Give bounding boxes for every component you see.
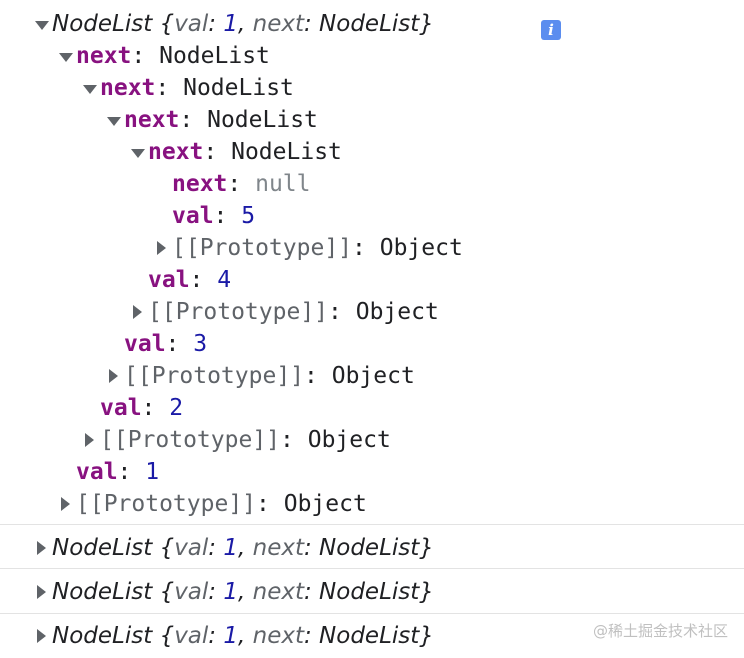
collapse-triangle-icon[interactable] bbox=[33, 620, 51, 652]
property-key: [[Prototype]] bbox=[124, 363, 305, 389]
property-value: Object bbox=[331, 363, 415, 389]
expand-triangle-icon[interactable] bbox=[33, 8, 51, 40]
tree-node-val-3: val: 3 bbox=[124, 331, 208, 357]
tree-node-val-2: val: 2 bbox=[100, 395, 184, 421]
property-value: NodeList bbox=[231, 139, 342, 165]
property-key: next bbox=[100, 75, 156, 101]
property-key: [[Prototype]] bbox=[172, 235, 353, 261]
property-value: Object bbox=[307, 427, 391, 453]
collapse-triangle-icon[interactable] bbox=[129, 296, 147, 328]
tree-node-prototype[interactable]: [[Prototype]]: Object bbox=[0, 296, 744, 328]
property-key: val bbox=[76, 459, 118, 485]
tree-node-val-4: val: 4 bbox=[148, 267, 232, 293]
property-value: NodeList bbox=[159, 43, 270, 69]
expand-triangle-icon[interactable] bbox=[105, 104, 123, 136]
tree-node-val-1: val: 1 bbox=[76, 459, 160, 485]
property-value: NodeList bbox=[207, 107, 318, 133]
collapse-triangle-icon[interactable] bbox=[105, 360, 123, 392]
object-summary[interactable]: NodeList {val: 1, next: NodeList} bbox=[52, 11, 434, 37]
object-summary[interactable]: NodeList {val: 1, next: NodeList} bbox=[52, 535, 434, 561]
property-key: [[Prototype]] bbox=[76, 491, 257, 517]
expand-triangle-icon[interactable] bbox=[57, 40, 75, 72]
property-key: val bbox=[124, 331, 166, 357]
collapse-triangle-icon[interactable] bbox=[81, 424, 99, 456]
property-value: 1 bbox=[145, 459, 160, 485]
tree-node-val-5: val: 5 bbox=[172, 203, 256, 229]
property-key: next bbox=[148, 139, 204, 165]
collapse-triangle-icon[interactable] bbox=[57, 488, 75, 520]
property-key: next bbox=[124, 107, 180, 133]
collapse-triangle-icon[interactable] bbox=[33, 532, 51, 564]
property-key: [[Prototype]] bbox=[148, 299, 329, 325]
console-divider bbox=[0, 613, 744, 614]
tree-node-prototype[interactable]: [[Prototype]]: Object bbox=[0, 488, 744, 520]
console-log-entry-expanded[interactable]: NodeList {val: 1, next: NodeList} i bbox=[0, 8, 744, 40]
property-value: 5 bbox=[241, 203, 256, 229]
property-key: val bbox=[172, 203, 214, 229]
property-key: [[Prototype]] bbox=[100, 427, 281, 453]
tree-node-next-3[interactable]: next: NodeList bbox=[0, 104, 744, 136]
object-summary[interactable]: NodeList {val: 1, next: NodeList} bbox=[52, 623, 434, 649]
property-key: next bbox=[172, 171, 228, 197]
property-value: Object bbox=[283, 491, 367, 517]
tree-node-prototype[interactable]: [[Prototype]]: Object bbox=[0, 424, 744, 456]
tree-node-prototype[interactable]: [[Prototype]]: Object bbox=[0, 360, 744, 392]
property-key: val bbox=[100, 395, 142, 421]
tree-node-prototype[interactable]: [[Prototype]]: Object bbox=[0, 232, 744, 264]
info-icon[interactable]: i bbox=[541, 20, 561, 40]
property-key: next bbox=[76, 43, 132, 69]
collapse-triangle-icon[interactable] bbox=[33, 576, 51, 608]
console-divider bbox=[0, 568, 744, 569]
console-divider bbox=[0, 524, 744, 525]
collapse-triangle-icon[interactable] bbox=[153, 232, 171, 264]
property-value: 4 bbox=[217, 267, 232, 293]
watermark: @稀土掘金技术社区 bbox=[592, 622, 728, 640]
console-log-entry-collapsed[interactable]: NodeList {val: 1, next: NodeList} bbox=[0, 576, 744, 608]
property-value: NodeList bbox=[183, 75, 294, 101]
property-value: Object bbox=[355, 299, 439, 325]
property-value: 2 bbox=[169, 395, 184, 421]
property-value-null: null bbox=[255, 171, 311, 197]
tree-node-next-1[interactable]: next: NodeList bbox=[0, 40, 744, 72]
expand-triangle-icon[interactable] bbox=[129, 136, 147, 168]
console-log-entry-collapsed[interactable]: NodeList {val: 1, next: NodeList} bbox=[0, 620, 744, 652]
object-summary[interactable]: NodeList {val: 1, next: NodeList} bbox=[52, 579, 434, 605]
property-value: Object bbox=[379, 235, 463, 261]
tree-node-next-null: next: null bbox=[172, 171, 311, 197]
property-key: val bbox=[148, 267, 190, 293]
tree-node-next-4[interactable]: next: NodeList bbox=[0, 136, 744, 168]
console-log-entry-collapsed[interactable]: NodeList {val: 1, next: NodeList} bbox=[0, 532, 744, 564]
property-value: 3 bbox=[193, 331, 208, 357]
tree-node-next-2[interactable]: next: NodeList bbox=[0, 72, 744, 104]
expand-triangle-icon[interactable] bbox=[81, 72, 99, 104]
